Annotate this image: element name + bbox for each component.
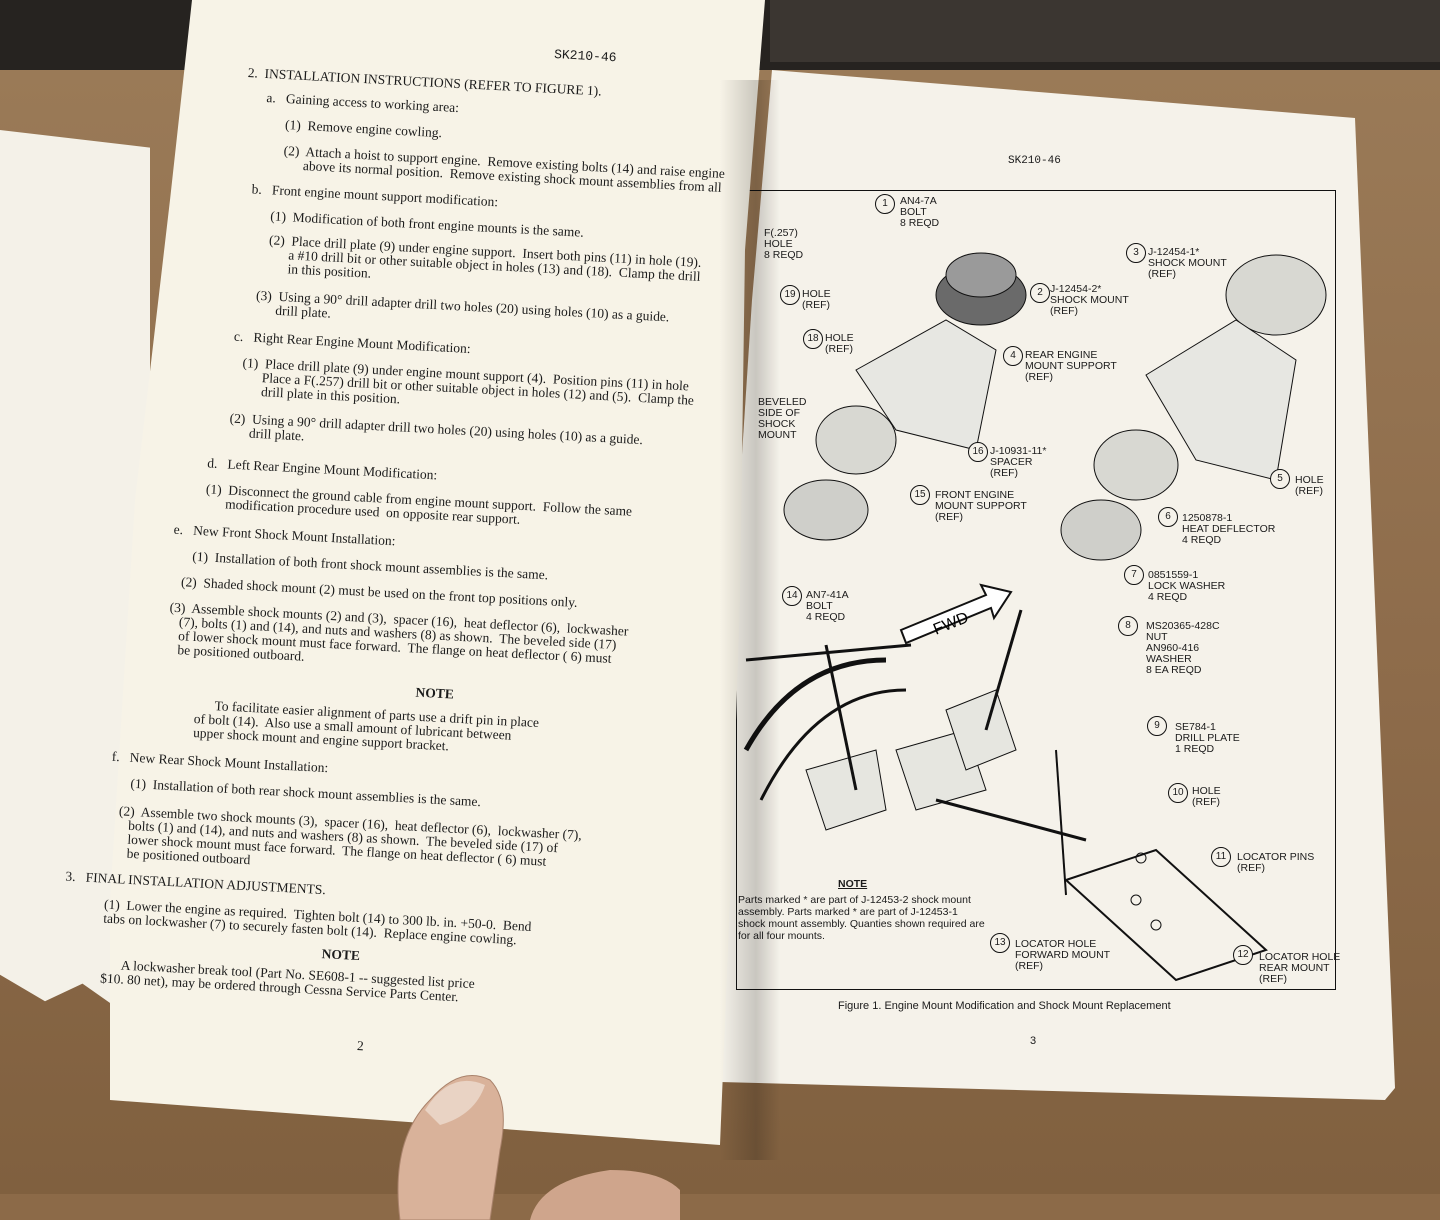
right-page-header: SK210-46: [1008, 155, 1061, 167]
text-line: e. New Front Shock Mount Installation:: [173, 521, 396, 549]
callout-hole-18: HOLE (REF): [825, 332, 854, 355]
callout-hole-10: HOLE (REF): [1192, 785, 1221, 808]
right-page: [720, 70, 1395, 1100]
text-line: b. Front engine mount support modificati…: [251, 181, 499, 210]
callout-number: 10: [1168, 783, 1188, 803]
callout-number: 8: [1118, 616, 1138, 636]
note-title: NOTE: [838, 878, 868, 890]
text-line: d. Left Rear Engine Mount Modification:: [206, 455, 438, 483]
left-page: [110, 0, 765, 1145]
callout-hole-5: HOLE (REF): [1295, 474, 1324, 497]
callout-locator-hole-rear: LOCATOR HOLE REAR MOUNT (REF): [1259, 951, 1341, 985]
page-gutter-shadow: [720, 80, 780, 1160]
callout-number: 19: [780, 285, 800, 305]
callout-locator-hole-forward: LOCATOR HOLE FORWARD MOUNT (REF): [1015, 938, 1111, 972]
text-line: drill plate.: [248, 425, 305, 444]
callout-drill-plate: SE784-1 DRILL PLATE 1 REQD: [1175, 721, 1240, 755]
callout-number: 5: [1270, 469, 1290, 489]
callout-number: 16: [968, 442, 988, 462]
text-line: (1) Remove engine cowling.: [284, 117, 443, 141]
right-page-number: 3: [1030, 1035, 1037, 1047]
note-text: Parts marked * are part of J-12453-2 sho…: [738, 894, 985, 942]
callout-number: 6: [1158, 507, 1178, 527]
callout-number: 7: [1124, 565, 1144, 585]
callout-number: 4: [1003, 346, 1023, 366]
callout-number: 11: [1211, 847, 1231, 867]
text-line: in this position.: [287, 261, 372, 281]
note-heading: NOTE: [321, 946, 361, 964]
callout-shock-mount-1: J-12454-1* SHOCK MOUNT (REF): [1148, 246, 1227, 280]
callout-number: 13: [990, 933, 1010, 953]
callout-heat-deflector: 1250878-1 HEAT DEFLECTOR 4 REQD: [1182, 512, 1276, 546]
callout-lock-washer: 0851559-1 LOCK WASHER 4 REQD: [1148, 569, 1226, 603]
callout-number: 9: [1147, 716, 1167, 736]
engine-mount-diagram: FWD: [736, 190, 1336, 990]
callout-bolt-an4-7a: AN4-7A BOLT 8 REQD: [900, 195, 940, 229]
text-line: c. Right Rear Engine Mount Modification:: [233, 328, 472, 357]
callout-f-hole: F(.257) HOLE 8 REQD: [764, 227, 804, 261]
callout-rear-engine-mount: REAR ENGINE MOUNT SUPPORT (REF): [1025, 349, 1117, 383]
callout-number: 1: [875, 194, 895, 214]
callout-number: 14: [782, 586, 802, 606]
left-page-text: SK210-46 2. INSTALLATION INSTRUCTIONS (R…: [65, 30, 749, 1136]
callout-hole-19: HOLE (REF): [802, 288, 831, 311]
callout-spacer: J-10931-11* SPACER (REF): [990, 445, 1047, 479]
callout-beveled-side: BEVELED SIDE OF SHOCK MOUNT: [758, 396, 807, 441]
note-heading: NOTE: [415, 684, 455, 702]
left-page-header: SK210-46: [553, 47, 617, 66]
text-line: a. Gaining access to working area:: [266, 90, 460, 116]
figure-caption: Figure 1. Engine Mount Modification and …: [838, 1000, 1171, 1012]
figure-note: NOTE Parts marked * are part of J-12453-…: [738, 878, 988, 942]
callout-number: 15: [910, 485, 930, 505]
callout-number: 3: [1126, 243, 1146, 263]
callout-front-engine-mount: FRONT ENGINE MOUNT SUPPORT (REF): [935, 489, 1027, 523]
hand-thumb: [397, 1075, 680, 1220]
text-line: drill plate.: [275, 302, 332, 321]
callout-nut-washer: MS20365-428C NUT AN960-416 WASHER 8 EA R…: [1146, 620, 1220, 676]
callout-bolt-an7-41a: AN7-41A BOLT 4 REQD: [806, 589, 849, 623]
callout-number: 2: [1030, 283, 1050, 303]
left-page-number: 2: [356, 1038, 365, 1054]
callout-locator-pins: LOCATOR PINS (REF): [1237, 851, 1315, 874]
callout-shock-mount-2: J-12454-2* SHOCK MOUNT (REF): [1050, 283, 1129, 317]
callout-number: 18: [803, 329, 823, 349]
window-reflection: [770, 0, 1440, 62]
callout-number: 12: [1233, 945, 1253, 965]
